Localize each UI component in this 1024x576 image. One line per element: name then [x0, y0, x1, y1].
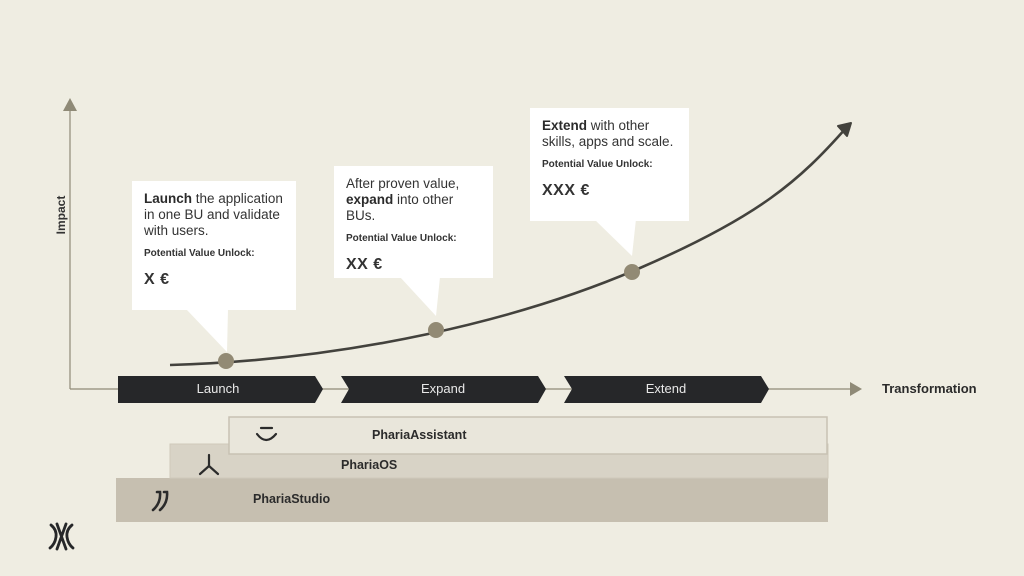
- callout-tail-launch: [186, 309, 228, 352]
- callout-extend-pv-value: XXX €: [542, 182, 590, 199]
- callout-extend-text: Extend with other skills, apps and scale…: [542, 118, 677, 150]
- branch-icon: [198, 453, 220, 476]
- callout-expand-text: After proven value, expand into other BU…: [346, 176, 481, 224]
- callout-expand-pv-value: XX €: [346, 256, 383, 273]
- phase-label-extend: Extend: [645, 381, 687, 396]
- x-axis-label: Transformation: [882, 381, 977, 396]
- callout-launch: Launch the application in one BU and val…: [132, 181, 296, 310]
- callout-tail-expand: [400, 277, 440, 316]
- y-axis-arrowhead: [63, 98, 77, 111]
- callout-expand-body: into other BUs.: [346, 192, 454, 223]
- product-label-pharia-studio: PhariaStudio: [253, 492, 331, 506]
- phase-label-launch: Launch: [196, 381, 240, 396]
- marker-expand: [428, 322, 444, 338]
- growth-curve: [169, 127, 847, 367]
- aleph-alpha-logo-icon: [48, 522, 75, 551]
- callout-expand-lead: After proven value,: [346, 176, 460, 191]
- phase-arrow-extend: [564, 376, 769, 403]
- phase-label-expand: Expand: [420, 381, 466, 396]
- phase-arrow-launch: [118, 376, 323, 403]
- callout-extend-pv-label: Potential Value Unlock:: [542, 159, 653, 170]
- callout-expand: After proven value, expand into other BU…: [334, 166, 493, 278]
- growth-curve-arrowhead: [837, 122, 852, 137]
- callout-launch-body: the application in one BU and validate w…: [144, 191, 283, 238]
- product-label-pharia-assistant: PhariaAssistant: [372, 428, 467, 442]
- double-hook-icon: [151, 490, 169, 512]
- callout-launch-text: Launch the application in one BU and val…: [144, 191, 284, 239]
- callout-extend-bold: Extend: [542, 118, 588, 133]
- y-axis-label: Impact: [54, 195, 68, 235]
- callout-launch-pv-label: Potential Value Unlock:: [144, 248, 255, 259]
- callout-launch-pv-value: X €: [144, 271, 170, 288]
- callout-extend: Extend with other skills, apps and scale…: [530, 108, 689, 221]
- marker-extend: [624, 264, 640, 280]
- layer-pharia-studio: [116, 478, 828, 522]
- callout-tail-extend: [594, 219, 636, 256]
- product-label-pharia-os: PhariaOS: [341, 458, 398, 472]
- callout-expand-bold: expand: [346, 192, 394, 207]
- layer-pharia-assistant: [228, 416, 828, 455]
- callout-expand-pv-label: Potential Value Unlock:: [346, 233, 457, 244]
- callout-extend-body: with other skills, apps and scale.: [542, 118, 674, 149]
- marker-launch: [218, 353, 234, 369]
- smile-icon: [255, 426, 278, 442]
- x-axis-arrowhead: [850, 382, 862, 396]
- phase-arrow-expand: [341, 376, 546, 403]
- callout-launch-bold: Launch: [144, 191, 193, 206]
